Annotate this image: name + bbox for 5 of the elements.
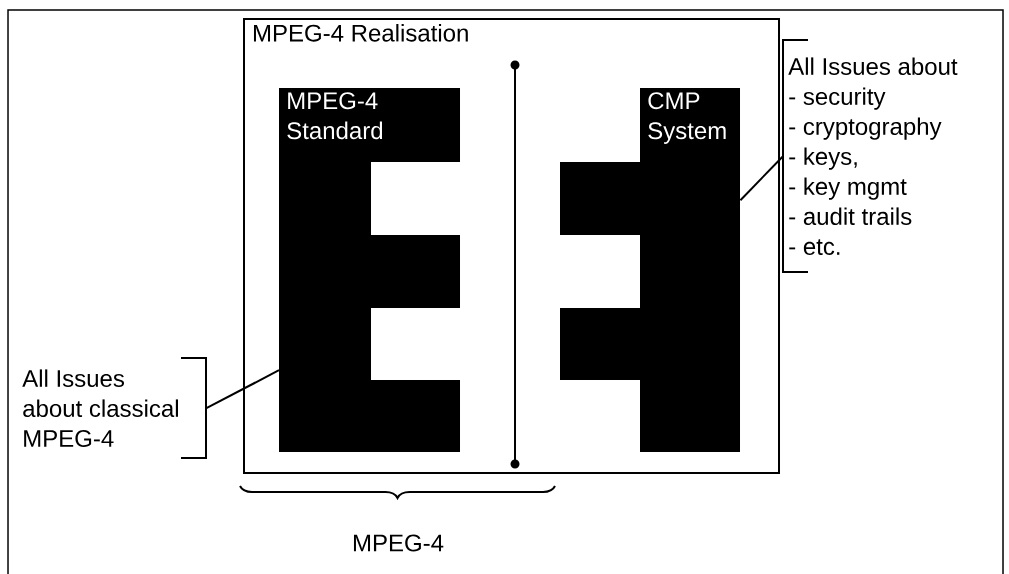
brace-label: MPEG-4 bbox=[353, 534, 444, 552]
leader-line bbox=[205, 369, 280, 410]
bracket-note: All Issues about - security - cryptography - keys, - key mgmt - audit trails - etc. bbox=[782, 39, 958, 273]
leader-line bbox=[739, 155, 784, 202]
bracket-note: All Issues about classical MPEG-4 bbox=[22, 357, 207, 459]
